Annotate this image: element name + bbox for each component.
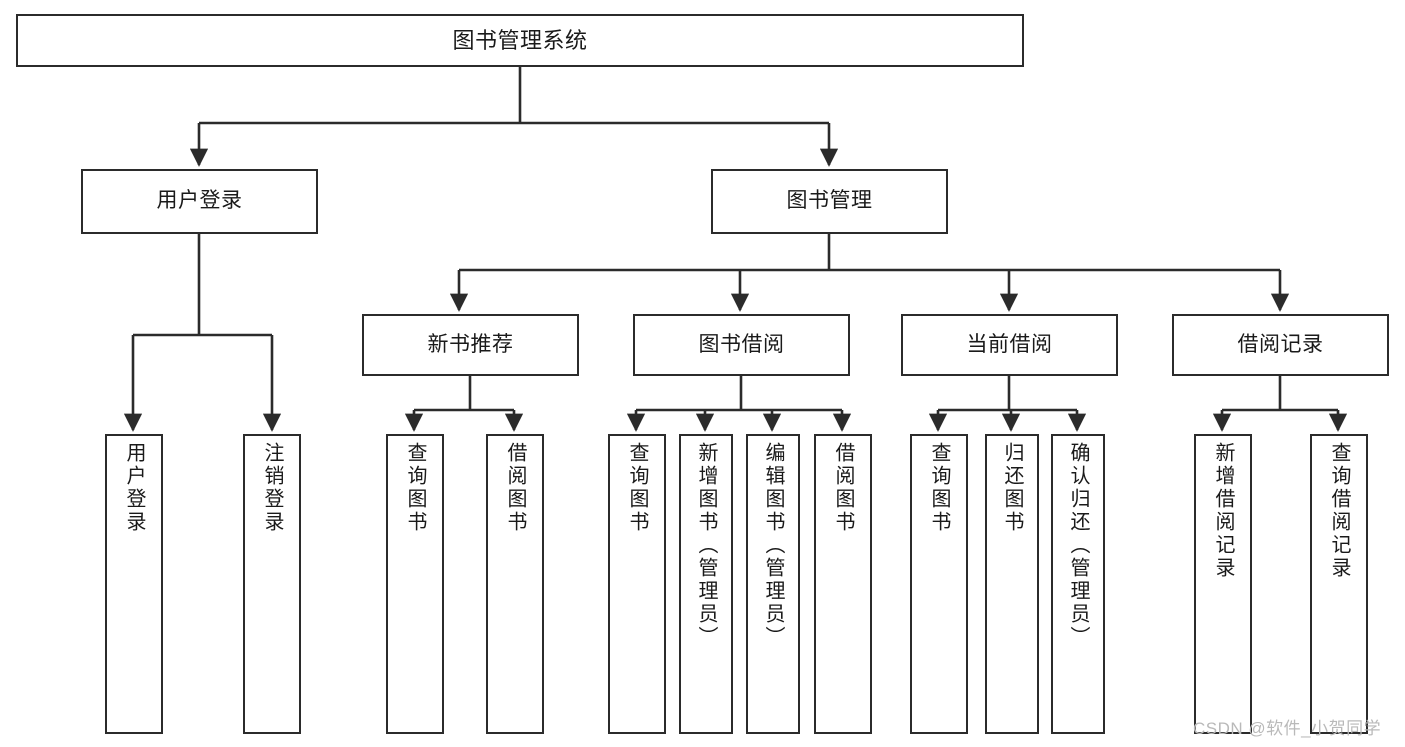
- node-leaf-query-book-1-label: 查询图书: [404, 442, 426, 534]
- node-leaf-add-book-label: 新增图书（管理员）: [695, 442, 717, 649]
- node-leaf-add-record[interactable]: 新增借阅记录: [1194, 434, 1252, 734]
- node-leaf-edit-book[interactable]: 编辑图书（管理员）: [746, 434, 800, 734]
- node-leaf-query-book-3-label: 查询图书: [928, 442, 950, 534]
- node-leaf-query-book-2[interactable]: 查询图书: [608, 434, 666, 734]
- node-leaf-query-record-label: 查询借阅记录: [1328, 442, 1350, 580]
- node-book-borrow[interactable]: 图书借阅: [633, 314, 850, 376]
- node-leaf-user-login-label: 用户登录: [123, 442, 145, 534]
- watermark: CSDN @软件_小贺同学: [1193, 719, 1382, 738]
- node-root[interactable]: 图书管理系统: [16, 14, 1024, 67]
- node-current-borrow[interactable]: 当前借阅: [901, 314, 1118, 376]
- node-leaf-borrow-book-2-label: 借阅图书: [832, 442, 854, 534]
- node-leaf-add-record-label: 新增借阅记录: [1212, 442, 1234, 580]
- node-book-manage-label: 图书管理: [786, 189, 873, 213]
- node-leaf-user-login[interactable]: 用户登录: [105, 434, 163, 734]
- node-leaf-borrow-book-1-label: 借阅图书: [504, 442, 526, 534]
- node-borrow-record-label: 借阅记录: [1237, 332, 1324, 356]
- node-user-login[interactable]: 用户登录: [81, 169, 318, 234]
- node-book-manage[interactable]: 图书管理: [711, 169, 948, 234]
- node-user-login-label: 用户登录: [156, 189, 243, 213]
- node-leaf-query-book-2-label: 查询图书: [626, 442, 648, 534]
- node-leaf-edit-book-label: 编辑图书（管理员）: [762, 442, 784, 649]
- node-book-borrow-label: 图书借阅: [698, 332, 785, 356]
- node-borrow-record[interactable]: 借阅记录: [1172, 314, 1389, 376]
- node-leaf-borrow-book-1[interactable]: 借阅图书: [486, 434, 544, 734]
- node-leaf-user-logout[interactable]: 注销登录: [243, 434, 301, 734]
- node-leaf-query-book-1[interactable]: 查询图书: [386, 434, 444, 734]
- node-leaf-confirm-return[interactable]: 确认归还（管理员）: [1051, 434, 1105, 734]
- node-leaf-add-book[interactable]: 新增图书（管理员）: [679, 434, 733, 734]
- node-new-book-rec-label: 新书推荐: [427, 332, 514, 356]
- node-leaf-return-book-label: 归还图书: [1001, 442, 1023, 534]
- node-leaf-query-record[interactable]: 查询借阅记录: [1310, 434, 1368, 734]
- node-root-label: 图书管理系统: [452, 27, 588, 53]
- node-leaf-return-book[interactable]: 归还图书: [985, 434, 1039, 734]
- node-leaf-query-book-3[interactable]: 查询图书: [910, 434, 968, 734]
- node-leaf-user-logout-label: 注销登录: [261, 442, 283, 534]
- node-current-borrow-label: 当前借阅: [966, 332, 1053, 356]
- node-new-book-rec[interactable]: 新书推荐: [362, 314, 579, 376]
- node-leaf-confirm-return-label: 确认归还（管理员）: [1067, 442, 1089, 649]
- node-leaf-borrow-book-2[interactable]: 借阅图书: [814, 434, 872, 734]
